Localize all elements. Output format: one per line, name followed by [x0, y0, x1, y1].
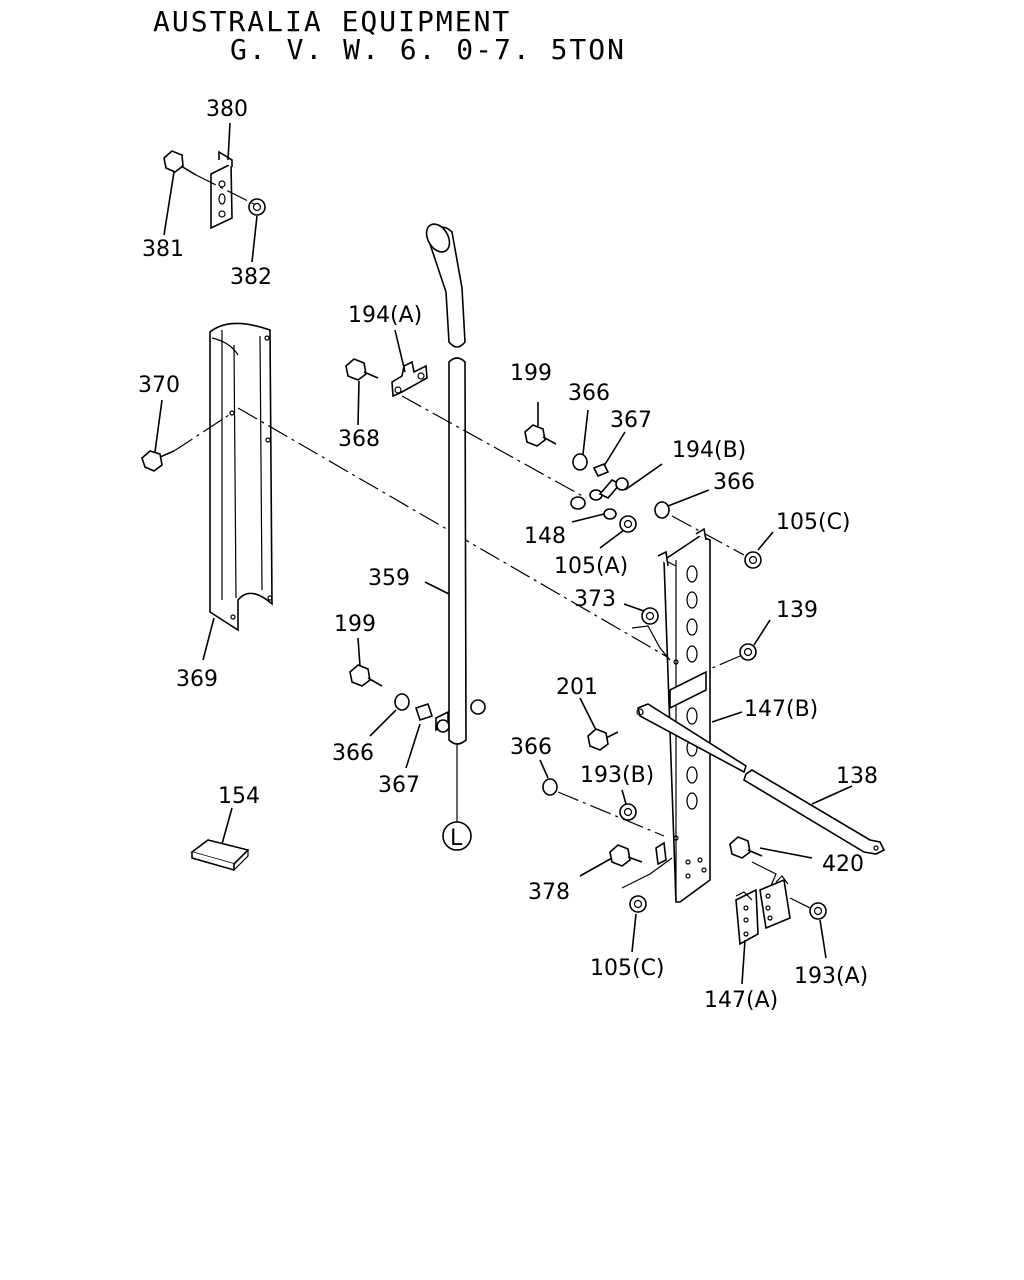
callout-199-lower: 199 — [334, 612, 376, 637]
callout-193b: 193(B) — [580, 763, 654, 788]
nut-193b[interactable] — [619, 803, 637, 821]
callout-367-lower: 367 — [378, 773, 420, 798]
callout-105c-lower: 105(C) — [590, 956, 665, 981]
callout-194a: 194(A) — [348, 303, 422, 328]
bolt-201[interactable] — [587, 728, 619, 751]
bolt-378[interactable] — [609, 844, 643, 867]
callout-381: 381 — [142, 237, 184, 262]
bracket-147b[interactable] — [655, 527, 711, 903]
callout-378: 378 — [528, 880, 570, 905]
bolt-368[interactable] — [345, 358, 379, 381]
shield-369[interactable] — [209, 322, 273, 632]
spacer-366-upper[interactable] — [572, 453, 588, 471]
callout-367-upper: 367 — [610, 408, 652, 433]
collar-367-lower[interactable] — [414, 702, 434, 722]
diagram-title: AUSTRALIA EQUIPMENT — [153, 5, 512, 38]
callout-154: 154 — [218, 784, 260, 809]
pipe-bracket[interactable] — [435, 699, 486, 733]
bracket-380[interactable] — [210, 150, 233, 230]
nut-105c-lower[interactable] — [629, 895, 647, 913]
callout-147b: 147(B) — [744, 697, 818, 722]
bolt-199-upper[interactable] — [524, 424, 557, 447]
callout-359: 359 — [368, 566, 410, 591]
bolt-381[interactable] — [163, 150, 197, 176]
callout-193a: 193(A) — [794, 964, 868, 989]
reference-letter: L — [450, 826, 463, 851]
reference-circle-l[interactable]: L — [442, 821, 472, 851]
callout-366-lower: 366 — [332, 741, 374, 766]
rod-138[interactable] — [636, 703, 886, 855]
bolt-420[interactable] — [729, 836, 763, 859]
clamp-194b[interactable] — [589, 477, 629, 501]
callout-147a: 147(A) — [704, 988, 778, 1013]
nut-105c-upper[interactable] — [744, 551, 762, 569]
callout-368: 368 — [338, 427, 380, 452]
spacer-366-lower-right[interactable] — [542, 778, 558, 796]
callout-366-mid: 366 — [510, 735, 552, 760]
callout-380: 380 — [206, 97, 248, 122]
callout-138: 138 — [836, 764, 878, 789]
callout-148: 148 — [524, 524, 566, 549]
washer-148[interactable] — [570, 496, 617, 520]
diagram-subtitle: G. V. W. 6. 0-7. 5TON — [230, 33, 627, 66]
nut-105a[interactable] — [619, 515, 637, 533]
callout-382: 382 — [230, 265, 272, 290]
pad-154[interactable] — [190, 839, 250, 872]
collar-367-upper[interactable] — [592, 462, 610, 478]
callout-105c-upper: 105(C) — [776, 510, 851, 535]
nut-139[interactable] — [739, 643, 757, 661]
spacer-366-lower[interactable] — [394, 693, 410, 711]
callout-366-upper: 366 — [568, 381, 610, 406]
spacer-366-right[interactable] — [654, 501, 670, 519]
callout-201: 201 — [556, 675, 598, 700]
bracket-147a[interactable] — [735, 875, 791, 946]
nut-382[interactable] — [248, 198, 266, 216]
callout-373: 373 — [574, 587, 616, 612]
bolt-370[interactable] — [141, 450, 175, 472]
nut-373[interactable] — [641, 607, 659, 625]
callout-420: 420 — [822, 852, 864, 877]
callout-194b: 194(B) — [672, 438, 746, 463]
clamp-194a[interactable] — [391, 360, 428, 398]
callout-139: 139 — [776, 598, 818, 623]
callout-105a: 105(A) — [554, 554, 628, 579]
bolt-199-lower[interactable] — [349, 664, 383, 687]
callout-369: 369 — [176, 667, 218, 692]
callout-370: 370 — [138, 373, 180, 398]
pipe-359[interactable] — [422, 220, 467, 822]
callout-366-right: 366 — [713, 470, 755, 495]
nut-193a[interactable] — [809, 902, 827, 920]
callout-199-upper: 199 — [510, 361, 552, 386]
